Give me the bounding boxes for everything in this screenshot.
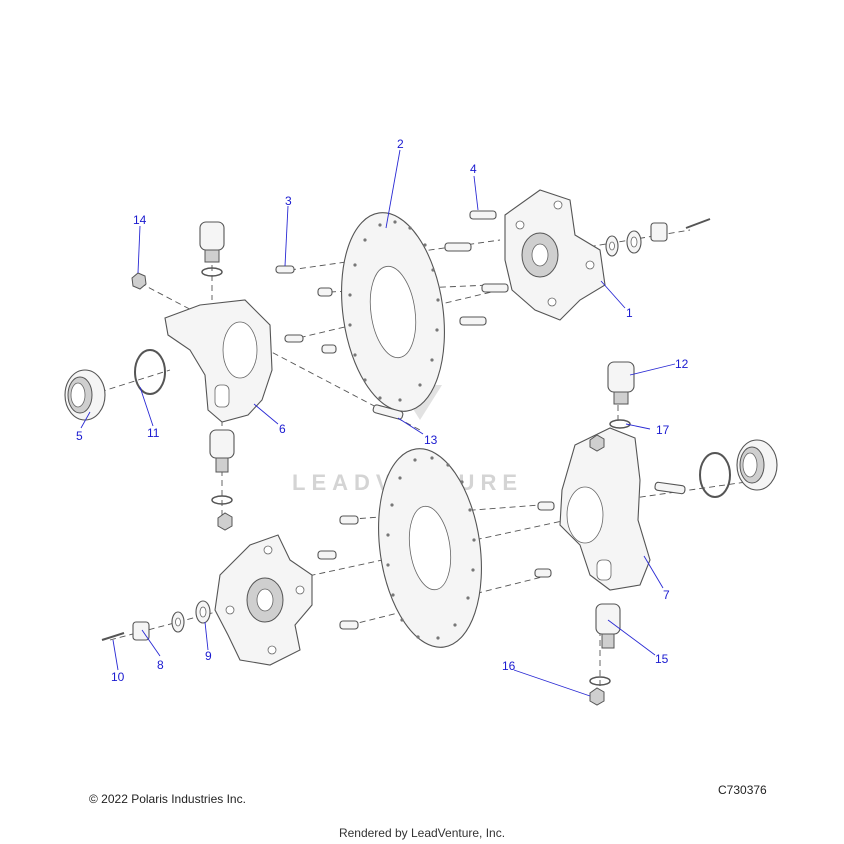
upper-steering-knuckle xyxy=(164,299,273,423)
upper-retaining-ring-top xyxy=(201,267,223,277)
upper-washers xyxy=(605,230,642,257)
callout-1: 1 xyxy=(626,306,633,320)
upper-bearing xyxy=(64,369,106,421)
upper-cotter-pin xyxy=(685,218,711,229)
callout-11: 11 xyxy=(147,426,160,440)
upper-brake-rotor xyxy=(341,212,445,412)
upper-snap-ring xyxy=(134,349,166,395)
lower-brake-rotor xyxy=(378,448,482,648)
callout-4: 4 xyxy=(470,162,477,176)
lower-cotter-pin xyxy=(101,632,125,641)
pinch-bolts xyxy=(372,404,686,495)
leader-lines xyxy=(80,149,676,697)
lower-nut-16 xyxy=(589,687,605,706)
lower-nut xyxy=(589,434,605,452)
lower-steering-knuckle xyxy=(559,427,651,591)
lower-ball-joint-top xyxy=(607,361,635,405)
lower-retaining-ring-bottom xyxy=(589,676,611,686)
upper-ball-joint-top xyxy=(199,221,225,263)
callout-14: 14 xyxy=(133,213,147,227)
diagram-id: C730376 xyxy=(718,783,767,797)
lower-washers xyxy=(171,600,211,633)
lower-bearing xyxy=(736,439,778,491)
callout-9: 9 xyxy=(205,649,212,663)
upper-wheel-hub xyxy=(504,189,606,321)
callout-3: 3 xyxy=(285,194,292,208)
lower-castle-nut xyxy=(132,621,150,641)
rendered-by-text: Rendered by LeadVenture, Inc. xyxy=(338,826,506,840)
callout-6: 6 xyxy=(279,422,286,436)
callout-8: 8 xyxy=(157,658,164,672)
callout-5: 5 xyxy=(76,429,83,443)
upper-nut-bottom xyxy=(217,512,233,531)
lower-snap-ring xyxy=(699,452,731,498)
rotor-bolts xyxy=(275,265,555,630)
upper-castle-nut xyxy=(650,222,668,242)
callout-17: 17 xyxy=(656,423,670,437)
copyright-text: © 2022 Polaris Industries Inc. xyxy=(89,792,246,806)
hub-studs xyxy=(444,210,509,326)
callout-10: 10 xyxy=(111,670,125,684)
lower-wheel-hub xyxy=(214,534,313,666)
callout-12: 12 xyxy=(675,357,689,371)
lower-retaining-ring-top xyxy=(609,419,631,429)
callout-labels: 1 2 3 4 5 6 7 8 9 10 11 12 13 14 15 16 1… xyxy=(76,137,689,684)
upper-ball-joint-bottom xyxy=(209,429,235,473)
callout-13: 13 xyxy=(424,433,438,447)
callout-15: 15 xyxy=(655,652,669,666)
lower-ball-joint-bottom xyxy=(595,603,621,649)
callout-16: 16 xyxy=(502,659,516,673)
upper-nut-14 xyxy=(131,272,147,290)
callout-2: 2 xyxy=(397,137,404,151)
callout-7: 7 xyxy=(663,588,670,602)
upper-retaining-ring-bottom xyxy=(211,495,233,505)
